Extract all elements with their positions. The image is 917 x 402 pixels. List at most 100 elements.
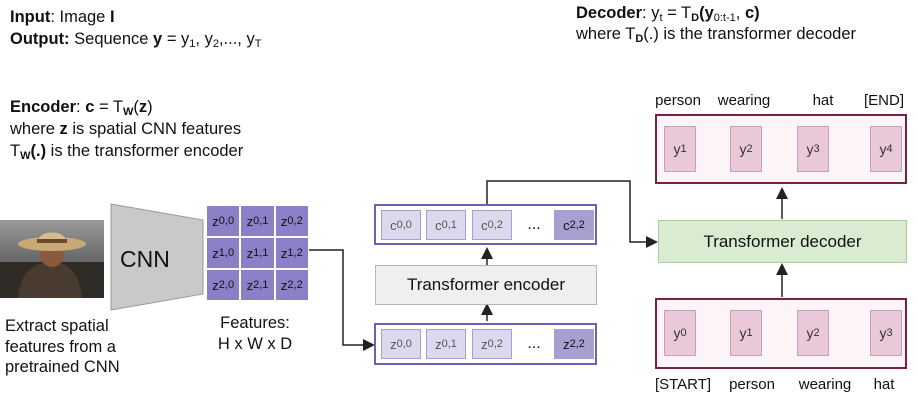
input-label: Input — [10, 8, 51, 26]
input-token: person — [729, 376, 775, 393]
output-token: [END] — [863, 92, 904, 109]
encoder-output-to-decoder-arrow — [486, 180, 658, 248]
decoder-input-cell-symbol: y — [673, 325, 681, 341]
decoder-input-cell-symbol: y — [879, 325, 887, 341]
transformer-encoder-label: Transformer encoder — [406, 275, 566, 294]
feature-cell-symbol: z — [280, 213, 288, 229]
decoder-output-cell-symbol: y — [879, 141, 887, 157]
encoder-line3-sub-W: W — [20, 150, 31, 162]
encoder-line3-c: is the transformer encoder — [46, 142, 244, 160]
encoder-output-cell: ... — [520, 210, 548, 240]
decoder-sub-t: t — [659, 12, 663, 24]
decoder-desc-line1: Decoder: yt = TD(y0:t-1, c) — [576, 3, 760, 24]
decoder-line2-sub-D: D — [635, 33, 644, 45]
encoder-desc-line1: Encoder: c = TW(z) — [10, 97, 153, 118]
encoder-output-cell-symbol: c — [481, 217, 488, 233]
encoder-paren-close: ) — [147, 98, 153, 116]
input-token: hat — [873, 376, 895, 393]
encoder-input-cell-symbol: z — [390, 336, 397, 352]
output-sub-T: T — [254, 38, 262, 50]
transformer-encoder-box: Transformer encoder — [375, 265, 597, 305]
encoder-desc-label: Encoder — [10, 98, 77, 116]
output-text: Sequence — [69, 30, 154, 48]
features-caption: Features: H x W x D — [200, 313, 310, 355]
transformer-decoder-box: Transformer decoder — [658, 220, 907, 263]
decoder-desc-line2: where TD(.) is the transformer decoder — [576, 24, 856, 45]
feature-cell-symbol: z — [212, 245, 219, 261]
output-eq: = y — [162, 30, 190, 48]
transformer-decoder-label: Transformer decoder — [703, 231, 862, 251]
encoder-input-cell-symbol: z — [435, 336, 442, 352]
feature-cell-symbol: z — [246, 277, 254, 293]
encoder-desc-line3: TW(.) is the transformer encoder — [10, 141, 243, 162]
cnn-caption-line-3: pretrained CNN — [5, 358, 120, 376]
encoder-paren-open: ( — [133, 98, 139, 116]
encoder-input-cell-symbol: z — [481, 336, 488, 352]
feature-cell-symbol: z — [212, 277, 219, 293]
decoder-y-bold: y — [704, 4, 714, 22]
encoder-desc-line2: where z is spatial CNN features — [10, 119, 241, 140]
decoder-comma: , — [735, 4, 745, 22]
input-token: wearing — [798, 376, 852, 393]
decoder-output-cell-symbol: y — [739, 141, 747, 157]
decoder-desc-label: Decoder — [576, 4, 643, 22]
decoder-paren-close: ) — [754, 4, 760, 22]
encoder-c-bold: c — [85, 98, 95, 116]
encoder-output-cell-symbol: c — [563, 217, 570, 233]
output-token: person — [655, 92, 701, 109]
encoder-colon: : — [76, 98, 86, 116]
features-caption-line-1: Features: — [220, 314, 290, 332]
output-sub-2: 2 — [212, 38, 219, 50]
output-sub-1: 1 — [189, 38, 196, 50]
encoder-line3-a: T — [10, 142, 21, 160]
cnn-label: CNN — [120, 246, 170, 272]
output-seq: , y — [195, 30, 213, 48]
encoder-z-bold: z — [138, 98, 148, 116]
feature-cell-symbol: z — [280, 245, 288, 261]
output-token: hat — [812, 92, 834, 109]
decoder-output-cell-symbol: y — [806, 141, 814, 157]
decoder-input-cell-symbol: y — [806, 325, 814, 341]
encoder-input-cell: ... — [520, 329, 548, 359]
input-token: [START] — [654, 376, 712, 393]
output-label: Output: — [10, 30, 70, 48]
decoder-eq-mid: = T — [662, 4, 692, 22]
feature-cell-symbol: z — [246, 245, 254, 261]
encoder-eq: = T — [94, 98, 123, 116]
cnn-caption-line-1: Extract spatial — [5, 317, 109, 335]
output-seq2: ,..., y — [218, 30, 255, 48]
decoder-output-cell-symbol: y — [673, 141, 681, 157]
decoder-sub-D: D — [691, 12, 700, 24]
encoder-line2-b: is spatial CNN features — [67, 120, 242, 138]
encoder-input-cell-symbol: ... — [527, 335, 541, 352]
features-caption-line-2: H x W x D — [217, 335, 293, 353]
input-var: I — [109, 8, 115, 26]
feature-cell-symbol: z — [246, 213, 254, 229]
encoder-line2-z: z — [59, 120, 68, 138]
